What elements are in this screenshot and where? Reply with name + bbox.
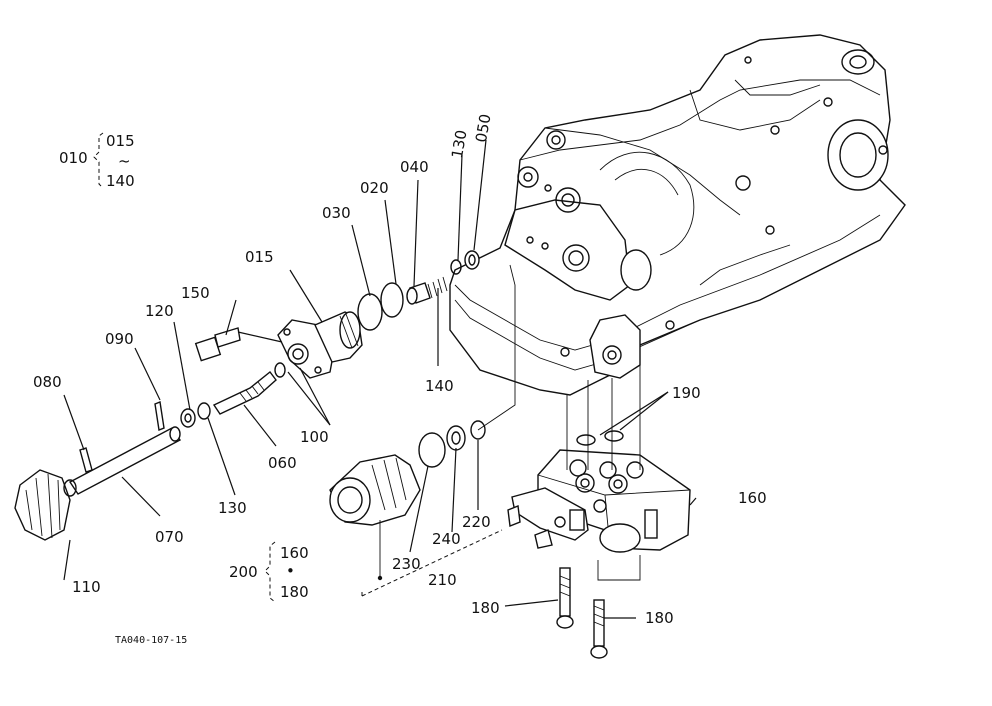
callout-190: 190	[672, 384, 701, 402]
bolts-180	[556, 567, 608, 659]
group-200-number: 200	[229, 563, 258, 581]
spool-060	[212, 362, 286, 415]
flange-valve-015	[277, 311, 363, 379]
callout-030: 030	[322, 204, 351, 222]
callout-040: 040	[400, 158, 429, 176]
group-010-from: 015	[106, 132, 135, 150]
callout-050: 050	[472, 113, 495, 144]
reference-dot	[377, 575, 383, 581]
relief-valve-210	[329, 420, 486, 526]
group-010-legend: 010 015 ~ 140	[59, 132, 135, 190]
callout-230: 230	[392, 555, 421, 573]
callout-120: 120	[145, 302, 174, 320]
drawing-code: TA040-107-15	[115, 635, 187, 646]
callout-210: 210	[428, 571, 457, 589]
bolt-150	[194, 327, 241, 362]
group-010-tilde: ~	[118, 152, 131, 170]
callout-070: 070	[155, 528, 184, 546]
callout-130-bottom: 130	[218, 499, 247, 517]
group-010-to: 140	[106, 172, 135, 190]
group-200-second: 180	[280, 583, 309, 601]
washers-120-130	[180, 402, 211, 428]
group-010-number: 010	[59, 149, 88, 167]
callout-240: 240	[432, 530, 461, 548]
callout-080: 080	[33, 373, 62, 391]
callout-180-right: 180	[645, 609, 674, 627]
o-rings-190	[576, 430, 624, 446]
group-200-bullet: •	[286, 562, 295, 580]
callout-090: 090	[105, 330, 134, 348]
hydraulic-housing	[449, 34, 906, 396]
callout-015: 015	[245, 248, 274, 266]
callout-060: 060	[268, 454, 297, 472]
callout-150: 150	[181, 284, 210, 302]
knob-110	[14, 469, 77, 541]
callout-100: 100	[300, 428, 329, 446]
callout-020: 020	[360, 179, 389, 197]
group-200-legend: 200 160 • 180	[229, 541, 309, 603]
callout-220: 220	[462, 513, 491, 531]
group-200-first: 160	[280, 544, 309, 562]
callouts: 015 020 030 040 050 130 140 150 120 090 …	[33, 113, 767, 627]
leader-lines	[63, 139, 697, 619]
callout-160: 160	[738, 489, 767, 507]
valve-block-160	[507, 449, 691, 553]
callout-180-left: 180	[471, 599, 500, 617]
callout-140: 140	[425, 377, 454, 395]
callout-130-top: 130	[448, 129, 471, 160]
callout-110: 110	[72, 578, 101, 596]
